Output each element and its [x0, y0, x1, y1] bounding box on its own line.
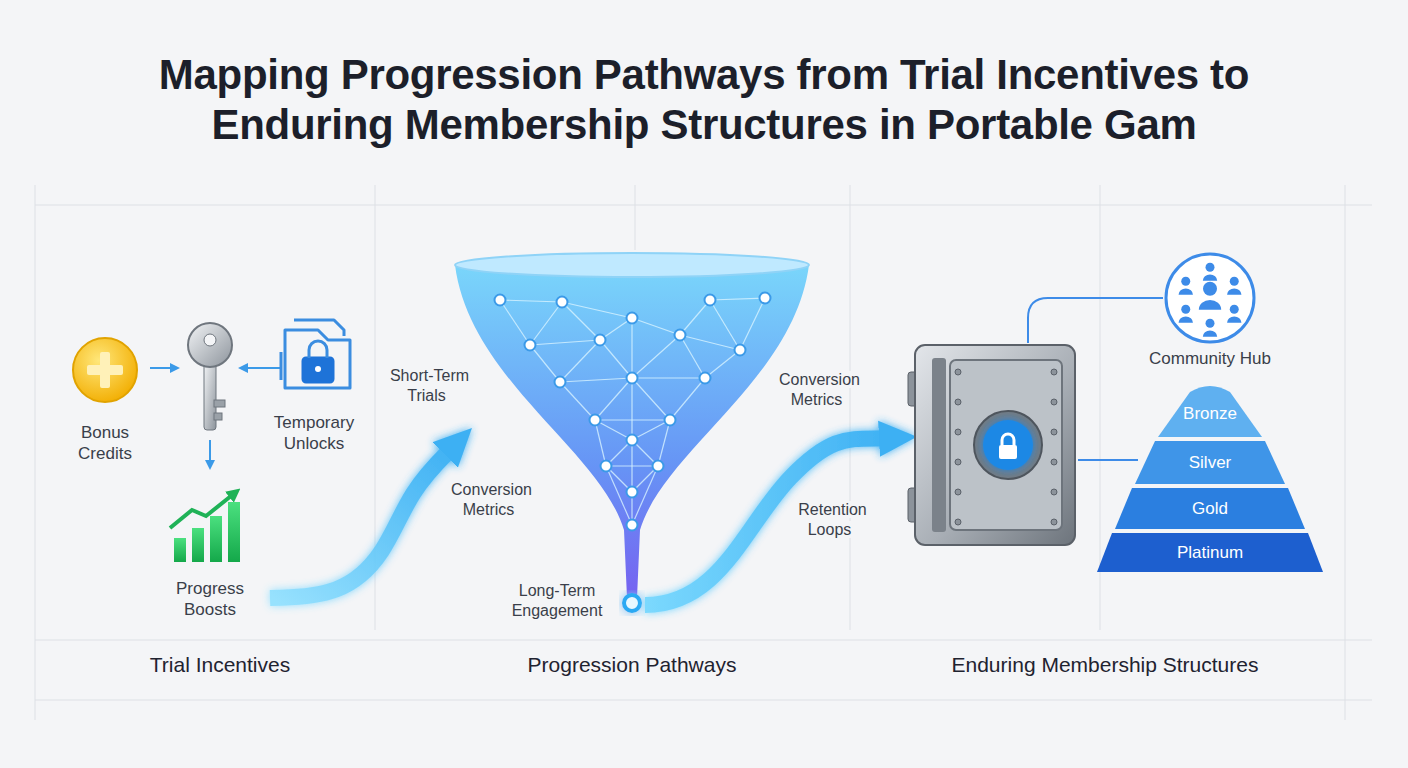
- section-heading: Trial Incentives: [147, 653, 293, 676]
- funnel-illustration: [455, 253, 809, 611]
- community-icon: [1166, 254, 1254, 342]
- small-arrow: [240, 367, 282, 369]
- tier-box: Silver: [1135, 441, 1285, 484]
- node-label: Bonus Credits: [59, 422, 151, 464]
- community-node: Community Hub: [1125, 250, 1295, 373]
- flow-label: Conversion Metrics: [776, 371, 860, 408]
- flow-label: Retention Loops: [795, 501, 867, 538]
- credit-node: Bonus Credits: [55, 330, 155, 468]
- lock-folder-icon: [281, 320, 350, 388]
- tier-label: Silver: [1189, 453, 1232, 473]
- node-label: Temporary Unlocks: [264, 412, 364, 454]
- tier-label: Gold: [1192, 499, 1228, 519]
- grid-lines: [35, 185, 1372, 720]
- section-heading: Trial Incentives: [110, 652, 330, 678]
- coin-icon: [73, 338, 137, 402]
- flow-label: Conversion Metrics: [448, 481, 532, 518]
- diagram-title: Mapping Progression Pathways from Trial …: [104, 50, 1304, 150]
- flow-label: Short-Term Trials: [378, 366, 478, 406]
- small-arrow: [209, 440, 211, 468]
- section-heading: Progression Pathways: [482, 652, 782, 678]
- flow-arrow: [270, 445, 455, 598]
- node-label: Community Hub: [1130, 348, 1290, 369]
- node-label: Progress Boosts: [162, 578, 258, 620]
- tier-box: Gold: [1115, 488, 1305, 529]
- flow-label: Retention Loops: [786, 500, 876, 540]
- flow-label: Conversion Metrics: [440, 480, 540, 520]
- small-arrow: [150, 367, 178, 369]
- connector-line: [1078, 459, 1138, 461]
- node-label: Long-Term Engagement: [493, 581, 621, 621]
- tier-box: Platinum: [1097, 533, 1323, 572]
- unlock-node: Temporary Unlocks: [258, 312, 370, 458]
- tier-label: Bronze: [1183, 404, 1237, 424]
- tier-label: Platinum: [1177, 543, 1243, 563]
- section-heading: Enduring Membership Structures: [949, 653, 1262, 676]
- tier-box: Bronze: [1158, 390, 1262, 437]
- flow-label: Conversion Metrics: [768, 370, 868, 410]
- key-icon: [188, 323, 232, 430]
- growth-chart-icon: [170, 492, 240, 562]
- vault-icon: [908, 345, 1075, 545]
- funnel-node: Long-Term Engagement: [455, 253, 810, 625]
- section-heading: Progression Pathways: [525, 653, 740, 676]
- flow-arrow: [645, 438, 893, 605]
- section-heading: Enduring Membership Structures: [895, 652, 1315, 678]
- boost-node: Progress Boosts: [150, 478, 270, 624]
- flow-label: Short-Term Trials: [387, 367, 469, 404]
- connector-line: [1028, 298, 1163, 343]
